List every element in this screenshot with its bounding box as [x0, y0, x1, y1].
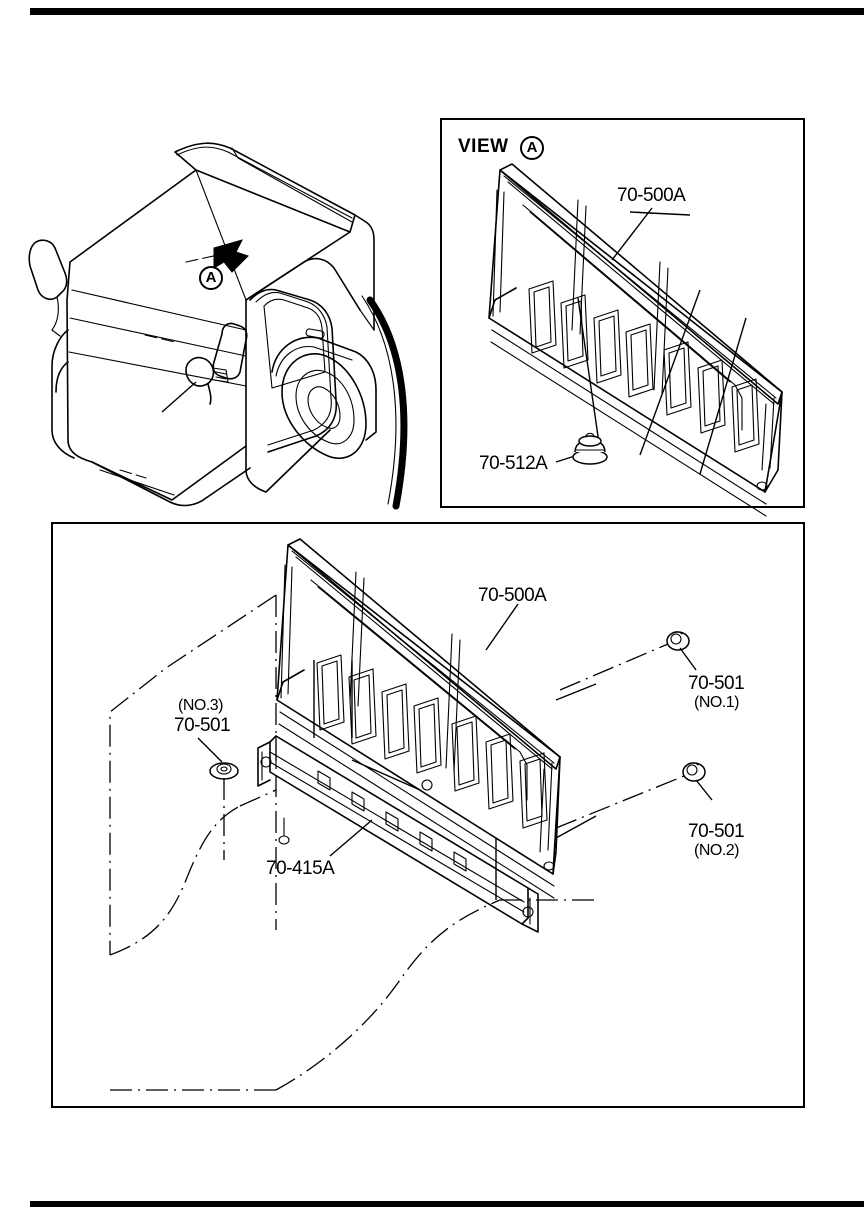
exploded-label-70-501-no1: 70-501: [688, 673, 745, 694]
exploded-view-panel: [51, 522, 805, 1108]
back-panel-detail: [488, 163, 783, 517]
exploded-label-70-501-no2: 70-501: [688, 821, 745, 842]
detail-view-letter: A: [520, 136, 544, 160]
cab-phantom-outline: [109, 594, 596, 1091]
detail-label-70-500A: 70-500A: [617, 185, 686, 206]
exploded-note-no1: (NO.1): [694, 694, 740, 711]
exploded-label-70-501-no3: 70-501: [174, 715, 231, 736]
view-callout-a-on-truck: A: [199, 266, 223, 290]
plug-part: [572, 432, 608, 465]
page-bottom-rule: [30, 1201, 864, 1207]
cross-member-part: [257, 735, 539, 933]
exploded-note-no3: (NO.3): [178, 697, 224, 714]
exploded-label-70-415A: 70-415A: [266, 858, 335, 879]
detail-view-title: VIEW: [458, 136, 509, 157]
exploded-note-no2: (NO.2): [694, 842, 740, 859]
grommet-no3-part: [209, 762, 239, 780]
detail-label-70-512A: 70-512A: [479, 453, 548, 474]
grommet-no2-part: [682, 762, 706, 782]
detail-view-panel: [440, 118, 805, 508]
grommet-no1-part: [666, 631, 690, 651]
exploded-label-70-500A: 70-500A: [478, 585, 547, 606]
truck-body: [28, 142, 408, 510]
back-panel-exploded: [276, 538, 561, 899]
page-top-rule: [30, 8, 864, 15]
